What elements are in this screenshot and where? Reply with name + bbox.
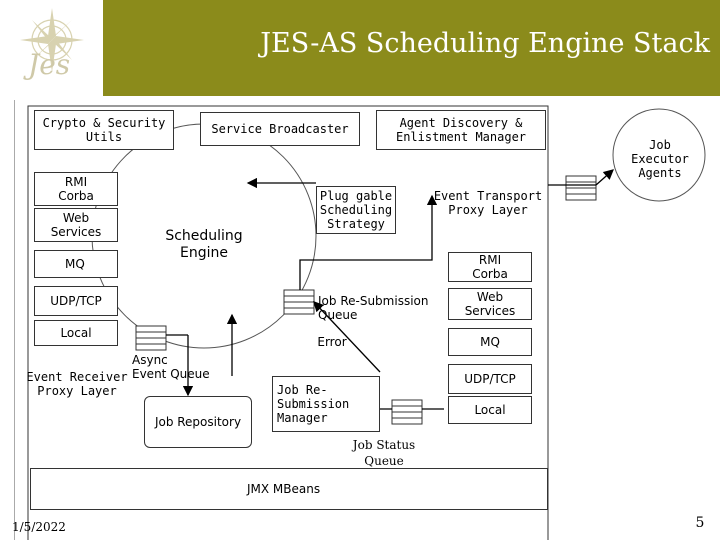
left-stack-rmi-corba: RMI Corba xyxy=(34,172,118,206)
queue-icon-job-status xyxy=(391,399,423,425)
right-stack-web-services: Web Services xyxy=(448,288,532,320)
page-title: JES-AS Scheduling Engine Stack xyxy=(260,28,710,59)
compass-rose-icon xyxy=(20,8,84,72)
agent-discovery-box: Agent Discovery & Enlistment Manager xyxy=(376,110,546,150)
right-stack-mq: MQ xyxy=(448,328,532,356)
queue-icon-resubmission xyxy=(283,289,315,315)
left-stack-web-services: Web Services xyxy=(34,208,118,242)
queue-icon-agents xyxy=(565,175,597,201)
job-executor-circle xyxy=(612,108,706,202)
left-stack-udp-tcp: UDP/TCP xyxy=(34,286,118,316)
right-stack-local: Local xyxy=(448,396,532,424)
pluggable-strategy-box: Plug gable Scheduling Strategy xyxy=(316,186,396,234)
right-stack-rmi-corba: RMI Corba xyxy=(448,252,532,282)
event-receiver-proxy-label: Event Receiver Proxy Layer xyxy=(26,370,128,398)
error-label: Error xyxy=(317,335,347,349)
left-stack-mq: MQ xyxy=(34,250,118,278)
slide-number: 5 xyxy=(695,515,705,531)
right-stack-udp-tcp: UDP/TCP xyxy=(448,364,532,394)
queue-icon-async xyxy=(135,325,167,351)
title-bar: JES-AS Scheduling Engine Stack xyxy=(103,0,720,96)
jes-logo: Jes xyxy=(0,0,103,96)
scheduling-engine-label: Scheduling Engine xyxy=(165,228,243,261)
slide-header: Jes JES-AS Scheduling Engine Stack xyxy=(0,0,720,96)
left-frame-line xyxy=(14,100,15,540)
job-executor-agents-label: Job Executor Agents xyxy=(631,138,689,180)
job-repository-box: Job Repository xyxy=(144,396,252,448)
job-resubmission-manager-box: Job Re- Submission Manager xyxy=(272,376,380,432)
job-status-queue-label: Job Status Queue xyxy=(352,438,416,468)
async-event-queue-label: Async Event Queue xyxy=(132,353,210,381)
engine-container xyxy=(27,105,549,540)
left-stack-local: Local xyxy=(34,320,118,346)
slide-date: 1/5/2022 xyxy=(12,520,66,534)
event-transport-proxy-label: Event Transport Proxy Layer xyxy=(433,189,543,217)
job-resubmission-queue-label: Job Re-Submission Queue xyxy=(318,294,429,322)
service-broadcaster-box: Service Broadcaster xyxy=(200,112,360,146)
jmx-mbeans-box: JMX MBeans xyxy=(30,468,548,510)
crypto-security-box: Crypto & Security Utils xyxy=(34,110,174,150)
logo-text: Jes xyxy=(28,48,71,81)
